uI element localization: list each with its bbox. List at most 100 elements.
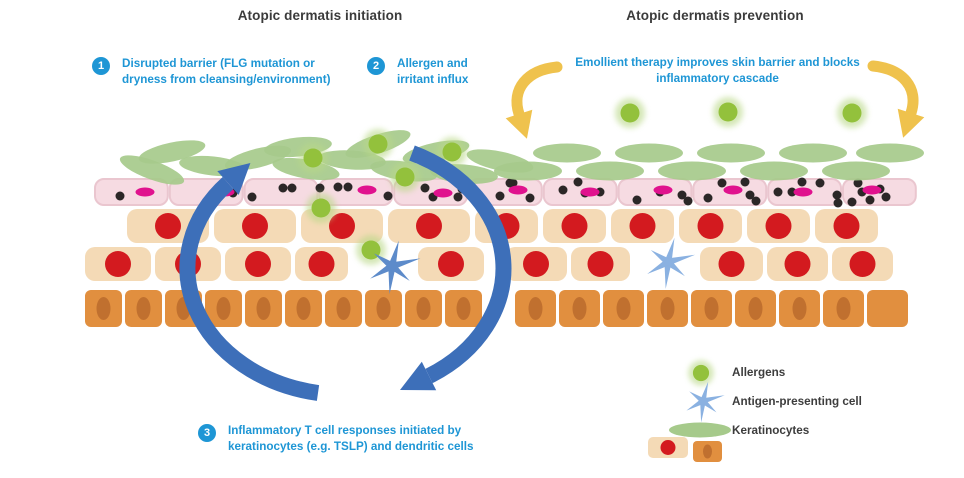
lamellar-body <box>508 185 528 195</box>
cell-nucleus <box>587 251 614 277</box>
yellow-arrow-left <box>511 61 563 120</box>
title-prevention: Atopic dermatis prevention <box>626 8 804 23</box>
granule-dot <box>505 178 515 188</box>
granule-dot <box>881 192 891 202</box>
basal-cell-nucleus <box>748 297 763 320</box>
basal-cell-nucleus <box>256 297 271 320</box>
yellow-arrow-right <box>867 60 919 119</box>
cell-nucleus <box>416 213 442 239</box>
basal-cell <box>867 290 908 327</box>
granule-dot <box>815 178 825 188</box>
step3-line2: keratinocytes (e.g. TSLP) and dendritic … <box>228 440 474 453</box>
cell-nucleus <box>718 251 745 277</box>
lamellar-body <box>135 187 155 197</box>
allergen-particles <box>298 97 867 265</box>
basal-cell-nucleus <box>792 297 807 320</box>
granule-dot <box>343 182 353 192</box>
yellow-arrowhead-right <box>897 108 925 138</box>
prevention-line1: Emollient therapy improves skin barrier … <box>575 56 860 69</box>
lamellar-body <box>793 187 813 197</box>
granule-dot <box>453 192 463 202</box>
allergen-icon <box>615 98 645 128</box>
basal-cell-nucleus <box>96 297 111 320</box>
prevention-line2: inflammatory cascade <box>656 72 779 85</box>
basal-layer <box>85 290 908 327</box>
granule-dot <box>773 187 783 197</box>
allergen-icon <box>713 97 743 127</box>
cycle-arrowhead-up <box>217 163 251 195</box>
keratinocyte-icon <box>856 143 924 163</box>
cell-nucleus <box>438 251 464 277</box>
granule-dot <box>573 177 583 187</box>
granule-dot <box>797 177 807 187</box>
granule-dot <box>558 185 568 195</box>
yellow-arrowhead-left <box>505 109 533 139</box>
prevention-text: Emollient therapy improves skin barrier … <box>540 55 895 87</box>
allergen-icon <box>688 360 714 386</box>
granule-dot <box>683 196 693 206</box>
basal-cell-nucleus <box>376 297 391 320</box>
granule-dot <box>740 177 750 187</box>
keratinocyte-icon <box>697 143 765 163</box>
step1-line2: dryness from cleansing/environment) <box>122 73 331 86</box>
keratinocyte-icon <box>822 161 890 181</box>
cell-nucleus <box>308 251 335 277</box>
antigen-presenting-cells <box>370 237 696 295</box>
legend-icons <box>648 360 731 462</box>
keratinocyte-icon <box>669 422 731 438</box>
step3-badge: 3 <box>198 424 216 442</box>
granule-dot <box>853 178 863 188</box>
cycle-arc-left <box>179 177 320 401</box>
inflammatory-cycle-arrow <box>179 145 512 401</box>
cell-nucleus <box>242 213 268 239</box>
lamellar-body <box>357 185 377 195</box>
keratinocyte-icon <box>533 143 601 163</box>
granule-dot <box>865 195 875 205</box>
basal-cell-nucleus <box>616 297 631 320</box>
antigen-presenting-cell-icon <box>686 381 725 423</box>
granule-dot <box>247 192 257 202</box>
step2-badge: 2 <box>367 57 385 75</box>
granule-dot <box>495 191 505 201</box>
allergen-icon <box>437 137 467 167</box>
lamellar-body <box>580 187 600 197</box>
granule-dot <box>287 183 297 193</box>
basal-cell-nucleus <box>136 297 151 320</box>
antigen-presenting-cell-icon <box>647 237 696 289</box>
cell-nucleus <box>523 251 549 277</box>
cell-nucleus <box>660 440 676 455</box>
granule-dot <box>525 193 535 203</box>
granule-dot <box>383 191 393 201</box>
lamellar-body <box>723 185 743 195</box>
cell-nucleus <box>155 213 181 239</box>
basal-cell-nucleus <box>416 297 431 320</box>
keratinocyte-icon <box>576 161 644 181</box>
corneocyte-cell <box>94 178 169 206</box>
emollient-arrows <box>505 60 925 139</box>
granule-dot <box>847 197 857 207</box>
granule-dot <box>115 191 125 201</box>
allergen-icon <box>306 193 336 223</box>
cell-nucleus <box>833 213 860 239</box>
granule-dot <box>278 183 288 193</box>
step2-line1: Allergen and <box>397 57 468 70</box>
keratinocyte-icon <box>658 161 726 181</box>
surface-keratinocytes <box>119 130 924 185</box>
legend-label-antigen-presenting-cell: Antigen-presenting cell <box>732 395 862 408</box>
basal-cell-nucleus <box>572 297 587 320</box>
keratinocyte-icon <box>740 161 808 181</box>
step1-line1: Disrupted barrier (FLG mutation or <box>122 57 315 70</box>
basal-cell-nucleus <box>296 297 311 320</box>
granule-dot <box>315 183 325 193</box>
basal-cell-nucleus <box>456 297 471 320</box>
antigen-presenting-cell-icon <box>370 240 421 295</box>
cell-nucleus <box>629 213 656 239</box>
step2-line2: irritant influx <box>397 73 469 86</box>
cell-nucleus <box>697 213 724 239</box>
lamellar-body <box>653 185 673 195</box>
step1-text: Disrupted barrier (FLG mutation or dryne… <box>122 56 372 88</box>
granule-dot <box>833 198 843 208</box>
cell-nucleus <box>765 213 792 239</box>
